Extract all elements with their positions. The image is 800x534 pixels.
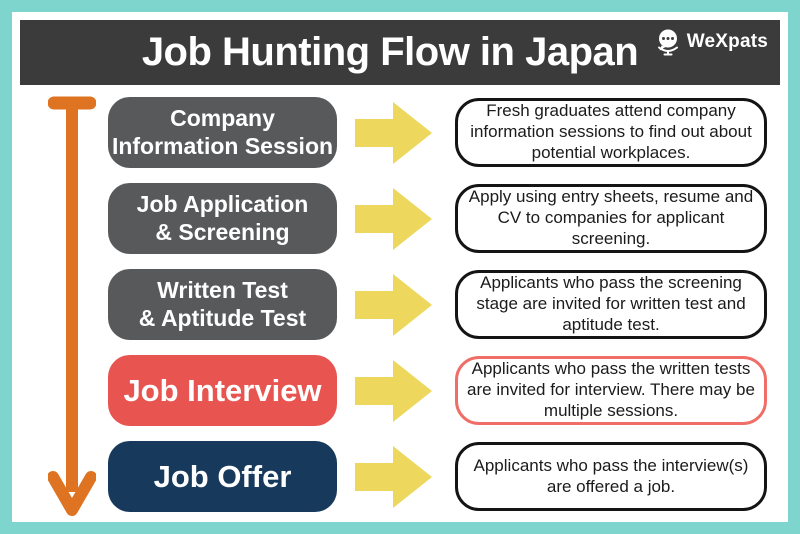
flow-row: Written Test & Aptitude Test Applicants … [108, 269, 780, 340]
brand-logo: WeXpats [654, 27, 768, 57]
step-box: Job Application & Screening [108, 183, 337, 254]
step-description: Applicants who pass the written tests ar… [455, 356, 767, 425]
flow-row: Job Interview Applicants who pass the wr… [108, 355, 780, 426]
brand-logo-text: WeXpats [686, 31, 768, 52]
right-arrow-icon [355, 359, 432, 422]
step-box: Written Test & Aptitude Test [108, 269, 337, 340]
step-description: Fresh graduates attend company informati… [455, 98, 767, 167]
step-description: Applicants who pass the screening stage … [455, 270, 767, 339]
header-bar: Job Hunting Flow in Japan WeXpats [20, 20, 780, 85]
step-description: Applicants who pass the interview(s) are… [455, 442, 767, 511]
content-panel: Job Hunting Flow in Japan WeXpats Compan… [12, 12, 788, 522]
right-arrow-icon [355, 187, 432, 250]
right-arrow-icon [355, 273, 432, 336]
right-arrow-icon [355, 101, 432, 164]
flow-row: Job Application & Screening Apply using … [108, 183, 780, 254]
wexpats-globe-icon [657, 29, 678, 56]
step-description: Apply using entry sheets, resume and CV … [455, 184, 767, 253]
flow-row: Job Offer Applicants who pass the interv… [108, 441, 780, 512]
step-box: Job Interview [108, 355, 337, 426]
page-title: Job Hunting Flow in Japan [141, 30, 639, 74]
flow-rows: Company Information Session Fresh gradua… [20, 97, 780, 527]
flow-row: Company Information Session Fresh gradua… [108, 97, 780, 168]
timeline-down-arrow [48, 96, 96, 516]
step-box: Company Information Session [108, 97, 337, 168]
right-arrow-icon [355, 445, 432, 508]
step-box: Job Offer [108, 441, 337, 512]
